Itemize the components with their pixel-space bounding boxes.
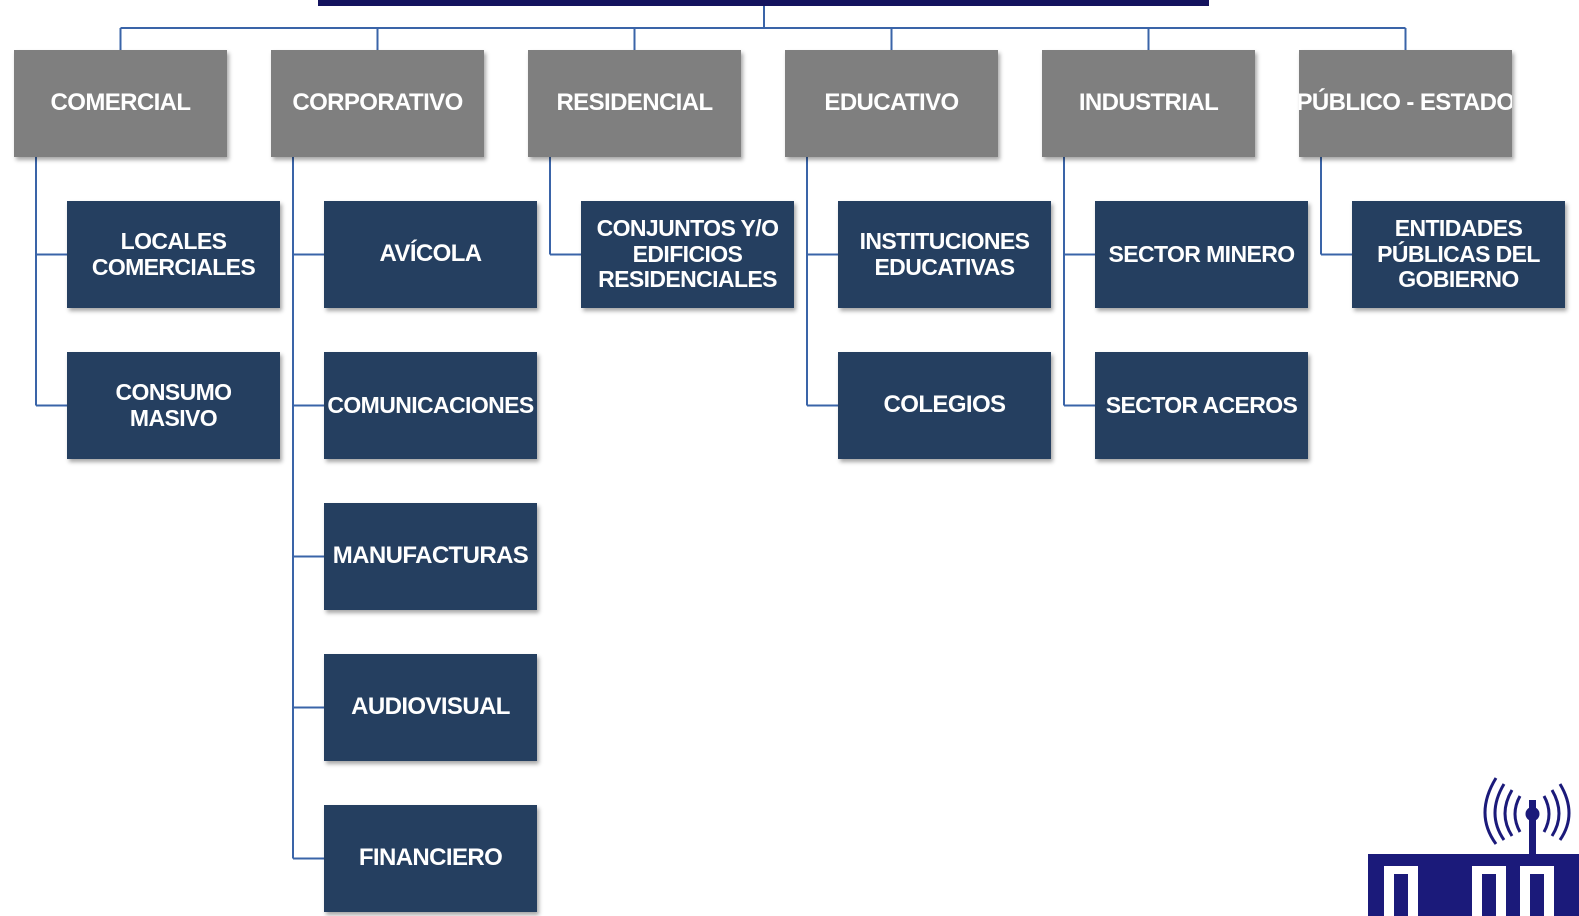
node-label: COLEGIOS [883,391,1006,419]
top-root-bar [318,0,1209,6]
node-label-line: INSTITUCIONES [859,227,1030,254]
category-corporativo: CORPORATIVO [271,50,484,157]
category-label: RESIDENCIAL [556,89,713,117]
node-label-line: COLEGIOS [883,391,1006,419]
node-label-line: CONSUMO [115,378,233,405]
node-label: SECTOR ACEROS [1105,391,1298,419]
node-label-line: SECTOR ACEROS [1105,391,1298,418]
node-comunicaciones: COMUNICACIONES [324,352,537,459]
category-comercial: COMERCIAL [14,50,227,157]
node-label: FINANCIERO [358,844,503,872]
category-label: COMERCIAL [50,89,192,117]
node-label-line: ENTIDADES [1394,214,1523,241]
category-label: INDUSTRIAL [1078,89,1219,117]
node-label-line: PÚBLICAS DEL [1377,240,1540,267]
node-sector-minero: SECTOR MINERO [1095,201,1308,308]
node-audiovisual: AUDIOVISUAL [324,654,537,761]
node-label-line: CONJUNTOS Y/O [596,214,779,241]
node-label: COMUNICACIONES [327,391,534,419]
category-label: CORPORATIVO [292,89,463,117]
node-label-line: MASIVO [129,404,218,431]
node-label-line: RESIDENCIALES [598,266,777,293]
node-avicola: AVÍCOLA [324,201,537,308]
node-label-line: SECTOR MINERO [1108,240,1295,267]
node-sector-aceros: SECTOR ACEROS [1095,352,1308,459]
node-label-line: AUDIOVISUAL [351,693,510,721]
node-label-line: COMERCIALES [91,253,256,280]
node-label-line: EDIFICIOS [632,240,743,267]
node-label: AVÍCOLA [379,240,482,268]
category-residencial: RESIDENCIAL [528,50,741,157]
category-industrial: INDUSTRIAL [1042,50,1255,157]
node-label-line: LOCALES [120,227,227,254]
node-label-line: GOBIERNO [1398,266,1519,293]
category-educativo: EDUCATIVO [785,50,998,157]
node-label: AUDIOVISUAL [351,693,510,721]
node-label-line: MANUFACTURAS [332,542,529,570]
category-label: EDUCATIVO [824,89,959,117]
node-colegios: COLEGIOS [838,352,1051,459]
category-publico-estado: PÚBLICO - ESTADO [1299,50,1512,157]
node-label-line: AVÍCOLA [379,240,482,268]
node-financiero: FINANCIERO [324,805,537,912]
node-label: MANUFACTURAS [332,542,529,570]
node-label-line: COMUNICACIONES [327,391,534,418]
category-label: PÚBLICO - ESTADO [1299,89,1512,117]
node-label-line: FINANCIERO [358,844,503,872]
node-manufacturas: MANUFACTURAS [324,503,537,610]
node-label-line: EDUCATIVAS [874,253,1015,280]
antenna-logo-icon [1368,777,1579,916]
node-label: SECTOR MINERO [1108,240,1295,268]
